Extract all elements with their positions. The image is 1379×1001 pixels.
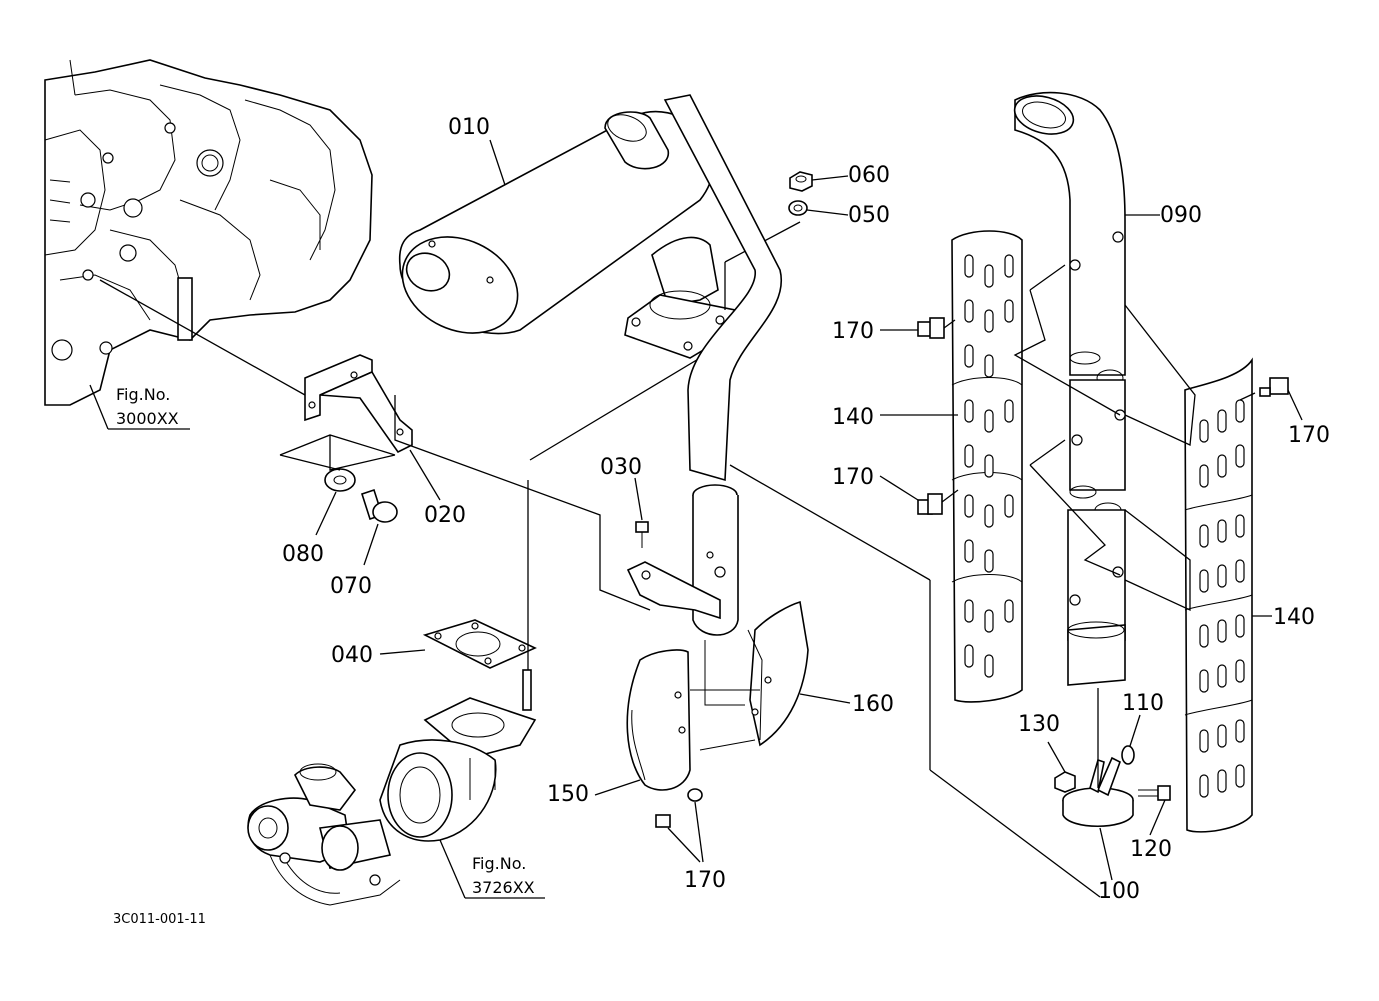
figure-ref-label: Fig.No. <box>472 854 526 873</box>
diagram-code: 3C011-001-11 <box>113 912 206 927</box>
heat-shield-150 <box>594 649 691 796</box>
part-labels: 010 020 030 040 050 060 070 080 090 100 … <box>282 115 1330 904</box>
hanger-bracket <box>626 561 721 620</box>
muffler-010 <box>398 110 737 359</box>
part-label-030[interactable]: 030 <box>600 455 642 480</box>
part-label-080[interactable]: 080 <box>282 542 324 567</box>
bolt-170-lower <box>655 788 704 863</box>
bracket-020 <box>304 354 441 501</box>
part-label-110[interactable]: 110 <box>1122 691 1164 716</box>
part-label-020[interactable]: 020 <box>424 503 466 528</box>
bolt-030 <box>634 477 649 548</box>
part-label-140-left[interactable]: 140 <box>832 405 874 430</box>
part-label-040[interactable]: 040 <box>331 643 373 668</box>
washer-080 <box>315 468 356 536</box>
bolt-170-left-lower <box>879 475 959 515</box>
perforation-slots <box>1199 399 1245 798</box>
bolt-120 <box>1138 785 1171 836</box>
figure-ref-number: 3726XX <box>472 878 535 897</box>
nut-130 <box>1047 741 1076 793</box>
figure-reference-3000xx[interactable]: Fig.No. 3000XX <box>89 384 190 430</box>
clamp-100 <box>1062 688 1134 881</box>
bolt-070 <box>360 488 398 566</box>
part-label-010[interactable]: 010 <box>448 115 490 140</box>
washer-110 <box>1121 714 1141 765</box>
part-label-170-bottom[interactable]: 170 <box>684 868 726 893</box>
part-label-170-lower-left[interactable]: 170 <box>832 465 874 490</box>
bolt-170-right <box>1239 377 1303 421</box>
figure-ref-label: Fig.No. <box>116 385 170 404</box>
gasket-040 <box>379 619 537 669</box>
bolt-170-left-upper <box>880 317 956 339</box>
perforation-slots <box>964 254 1014 678</box>
part-label-170-upper-left[interactable]: 170 <box>832 319 874 344</box>
part-label-160[interactable]: 160 <box>852 692 894 717</box>
turbocharger-illustration <box>247 669 537 906</box>
tail-pipe-090 <box>1013 91 1160 686</box>
engine-block-illustration <box>44 59 373 406</box>
perforated-guard-140-left <box>880 230 1023 703</box>
part-label-140-right[interactable]: 140 <box>1273 605 1315 630</box>
part-label-120[interactable]: 120 <box>1130 837 1172 862</box>
washer-050 <box>788 200 849 216</box>
heat-shield-160 <box>747 600 851 747</box>
part-label-050[interactable]: 050 <box>848 203 890 228</box>
figure-reference-3726xx[interactable]: Fig.No. 3726XX <box>439 839 545 899</box>
part-label-130[interactable]: 130 <box>1018 712 1060 737</box>
part-label-070[interactable]: 070 <box>330 574 372 599</box>
figure-ref-number: 3000XX <box>116 409 179 428</box>
part-label-170-right[interactable]: 170 <box>1288 423 1330 448</box>
part-label-060[interactable]: 060 <box>848 163 890 188</box>
part-label-090[interactable]: 090 <box>1160 203 1202 228</box>
perforated-guard-140-right <box>1184 357 1272 833</box>
part-label-150[interactable]: 150 <box>547 782 589 807</box>
part-label-100[interactable]: 100 <box>1098 879 1140 904</box>
nut-060 <box>789 171 849 192</box>
